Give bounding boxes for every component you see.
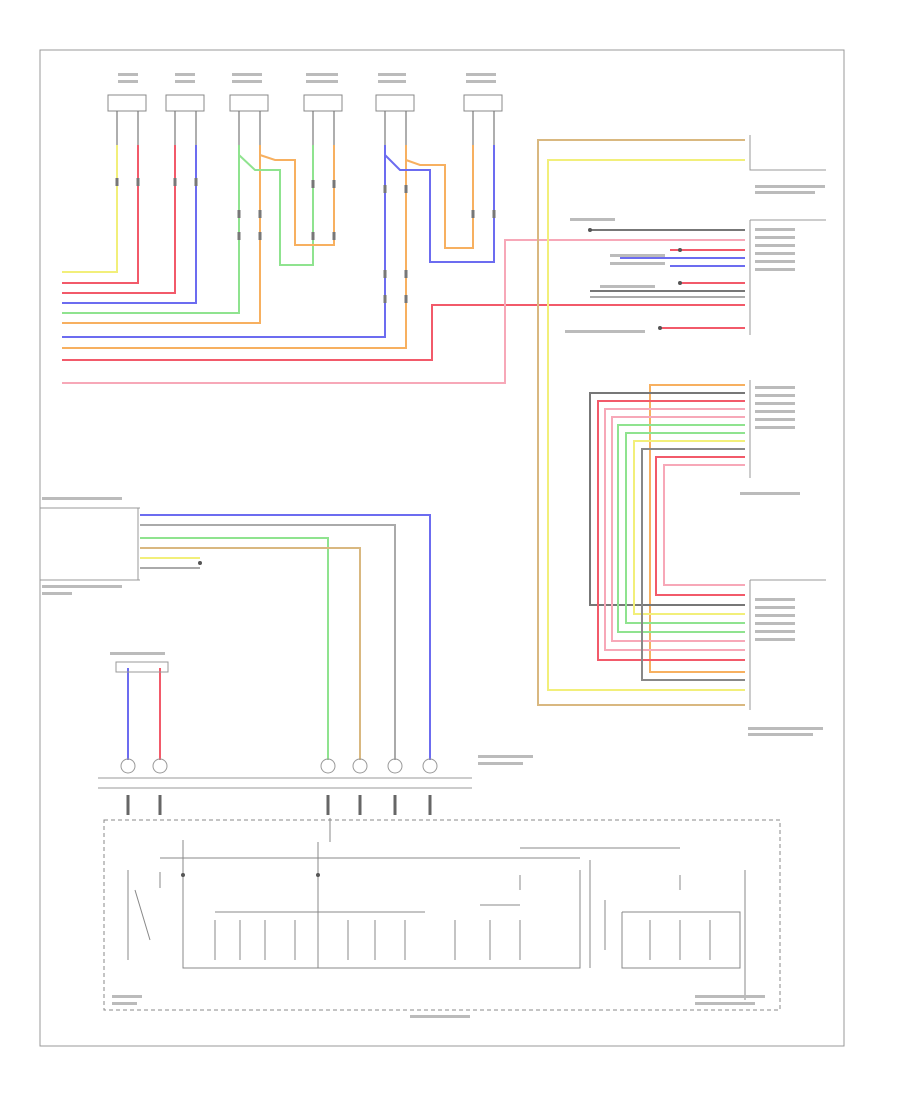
wire-tan-trunk xyxy=(537,139,745,706)
front-heater-connector xyxy=(749,380,826,710)
wire-orange-1 xyxy=(62,145,261,324)
wire-yellow-trunk xyxy=(547,159,745,691)
switch-schematic xyxy=(103,818,781,1011)
top-right-connector xyxy=(749,135,826,335)
wire-blue-1 xyxy=(62,145,197,304)
wire-red-2 xyxy=(62,145,176,294)
label-marks xyxy=(42,73,825,1018)
speaker-connector-6 xyxy=(463,94,503,112)
wire-orange-4 xyxy=(405,145,474,249)
steering-wheel-box xyxy=(103,819,781,1011)
terminal-row xyxy=(98,758,472,789)
wire-red-1 xyxy=(62,145,139,284)
wire-green-2 xyxy=(238,145,314,266)
wire-orange-2 xyxy=(259,145,335,246)
wire-pink-1 xyxy=(62,239,745,384)
wire-blue-3 xyxy=(384,145,495,263)
wire-orange-3 xyxy=(62,145,407,349)
speaker-connector-4 xyxy=(303,94,343,112)
speaker-connector-pins xyxy=(116,111,495,145)
wire-blue-2 xyxy=(62,145,386,338)
clockspring-wires xyxy=(127,668,161,760)
multifunction-wires xyxy=(140,514,431,760)
speaker-connector-1 xyxy=(107,94,147,112)
speaker-connectors xyxy=(107,94,503,112)
right-wire-trunk xyxy=(537,139,745,706)
diagram-frame xyxy=(39,49,845,1047)
multifunction-connector xyxy=(40,507,140,581)
right-middle-wires xyxy=(589,384,745,681)
inline-connector-marks xyxy=(115,178,496,303)
junction-dots xyxy=(181,228,682,877)
terminal-pins xyxy=(126,795,432,815)
left-wire-bundle xyxy=(62,145,745,384)
wire-yellow xyxy=(62,145,118,273)
speaker-connector-5 xyxy=(375,94,415,112)
clockspring-connector xyxy=(115,661,169,673)
wire-red-3 xyxy=(62,304,745,361)
speaker-connector-3 xyxy=(229,94,269,112)
wire-green-1 xyxy=(62,145,240,314)
speaker-connector-2 xyxy=(165,94,205,112)
